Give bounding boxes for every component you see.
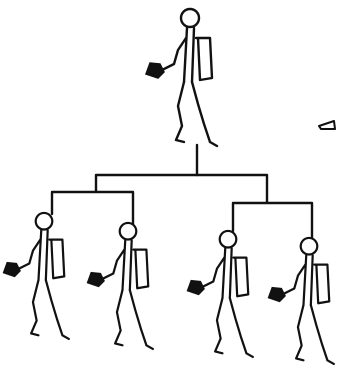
child-figure-4	[267, 236, 335, 366]
figure-torso	[302, 254, 314, 307]
bag-icon	[86, 271, 105, 288]
child-figure-3	[186, 229, 254, 359]
backpack-icon	[313, 263, 331, 305]
figure-arm	[282, 263, 307, 296]
edge-mark	[318, 120, 336, 130]
figure-arm	[17, 238, 42, 271]
figure-legs	[295, 303, 335, 366]
figures-layer	[2, 7, 335, 366]
figure-torso	[37, 229, 49, 282]
figure-head	[34, 211, 54, 231]
bag-icon	[186, 279, 205, 296]
figure-arm	[101, 248, 126, 281]
child-figure-1	[2, 211, 70, 341]
figure-torso	[121, 239, 133, 292]
bag-icon	[145, 62, 165, 79]
figure-legs	[214, 296, 254, 359]
child-figure-2	[86, 221, 154, 351]
figure-legs	[30, 278, 70, 341]
backpack-icon	[194, 36, 214, 82]
figure-legs	[174, 80, 219, 148]
figure-head	[299, 236, 319, 256]
figure-torso	[182, 26, 196, 84]
backpack-icon	[232, 256, 250, 298]
backpack-icon	[48, 238, 66, 280]
bag-icon	[2, 261, 21, 278]
figure-head	[179, 7, 201, 29]
bag-icon	[267, 286, 286, 303]
connector-branch-right	[195, 173, 314, 240]
figure-torso	[221, 247, 233, 300]
figure-arm	[201, 256, 226, 289]
figure-arm	[160, 36, 188, 72]
connector-branch-left	[50, 173, 199, 226]
top-figure	[145, 7, 219, 148]
figure-head	[218, 229, 238, 249]
tree-connectors	[50, 143, 314, 240]
figure-head	[118, 221, 138, 241]
figure-legs	[114, 288, 154, 351]
backpack-icon	[132, 248, 150, 290]
